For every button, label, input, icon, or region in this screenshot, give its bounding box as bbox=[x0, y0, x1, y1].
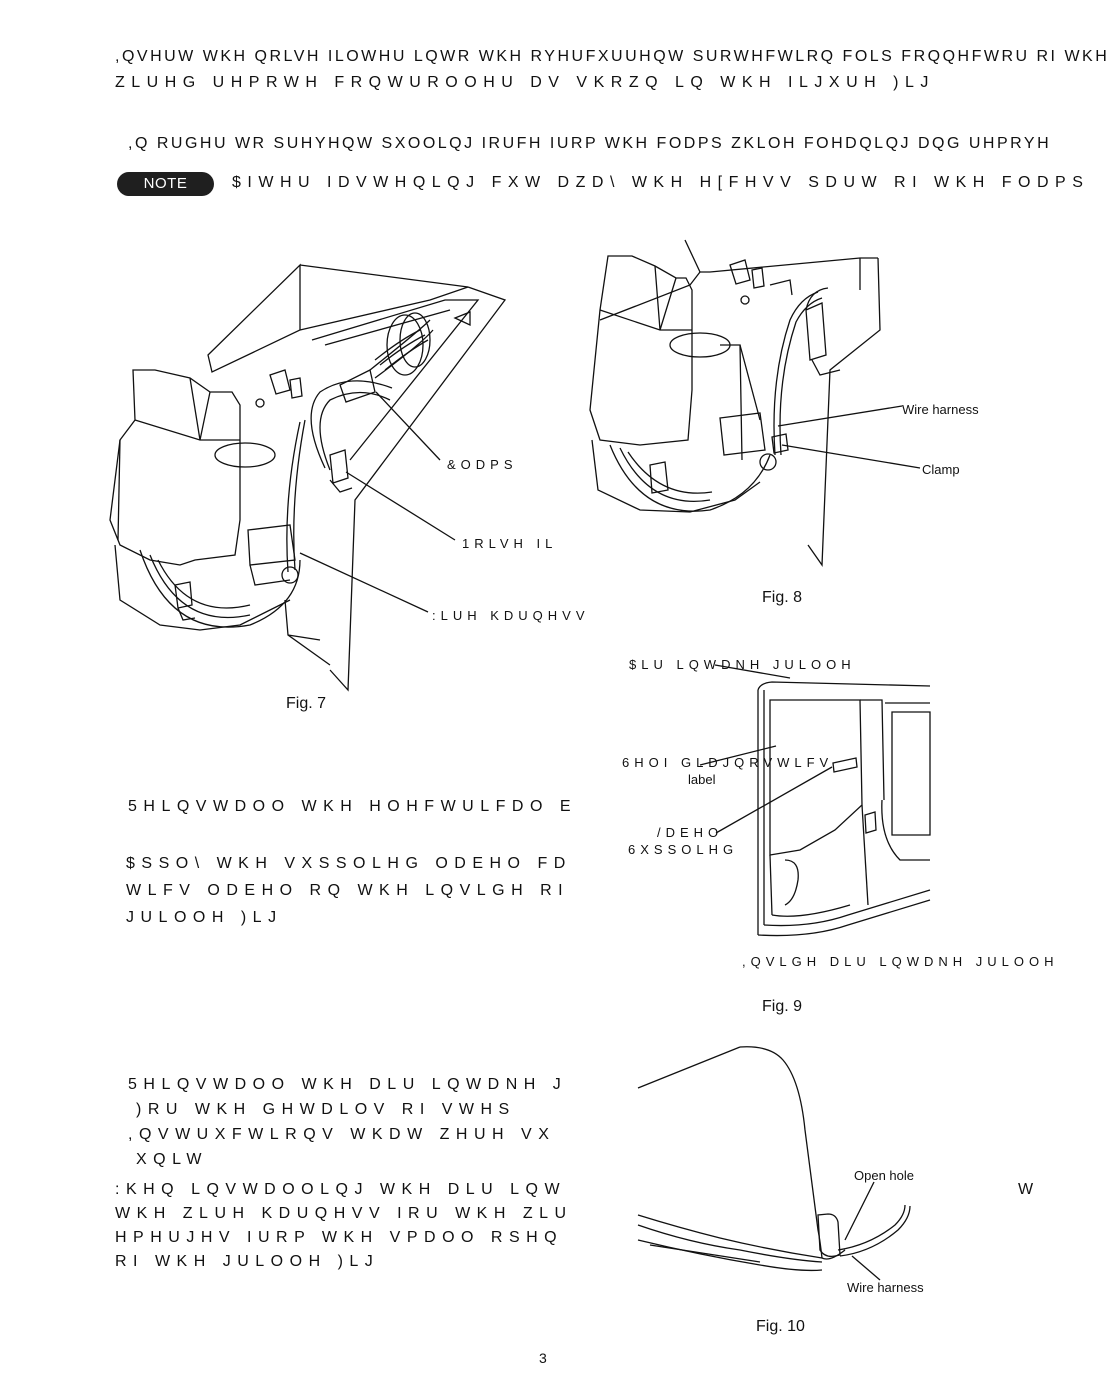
para-wire-harness-2: WKH ZLUH KDUQHVV IRU WKH ZLU bbox=[115, 1205, 573, 1222]
para-reinstall-grille-wrap: 5HLQVWDOO WKH DLU LQWDNH J )RU WKH GHWDL… bbox=[128, 1076, 561, 1176]
note-badge: NOTE bbox=[117, 172, 214, 196]
para-wire-harness-right: W bbox=[1018, 1181, 1040, 1198]
para-reinstall-electrical-wrap: 5HLQVWDOO WKH HOHFWULFDO E bbox=[128, 798, 571, 822]
fig7-label-noise-filter: 1RLVH IL bbox=[462, 536, 558, 551]
fig9-drawing bbox=[699, 664, 931, 937]
para-wire-harness-wrap: :KHQ LQVWDOOLQJ WKH DLU LQW WKH ZLUH KDU… bbox=[115, 1181, 566, 1281]
para-apply-label-wrap: $SSO\ WKH VXSSOLHG ODEHO FD WLFV ODEHO R… bbox=[126, 855, 565, 935]
fig9-label-label-word: label bbox=[688, 772, 716, 787]
fig8-caption: Fig. 8 bbox=[762, 589, 803, 606]
fig9-caption: Fig. 9 bbox=[762, 998, 803, 1015]
fig10-drawing bbox=[637, 1046, 911, 1281]
intro-line-3: ,Q RUGHU WR SUHYHQW SXOOLQJ IRUFH IURP W… bbox=[128, 135, 1052, 152]
fig9-label-supplied: 6XSSOLHG bbox=[628, 842, 739, 857]
intro-line-2: ZLUHG UHPRWH FRQWUROOHU DV VKRZQ LQ WKH … bbox=[115, 74, 935, 91]
para-wire-harness-4: RI WKH JULOOH )LJ bbox=[115, 1253, 380, 1270]
para-apply-label-3: JULOOH )LJ bbox=[126, 909, 283, 926]
fig9-label-inside-grille: ,QVLGH DLU LQWDNH JULOOH bbox=[742, 954, 1059, 969]
fig7-label-wire-harness: :LUH KDUQHVV bbox=[432, 608, 590, 623]
para-apply-label-1: $SSO\ WKH VXSSOLHG ODEHO FD bbox=[126, 855, 572, 872]
note-text: $IWHU IDVWHQLQJ FXW DZD\ WKH H[FHVV SDUW… bbox=[232, 174, 1090, 191]
para-apply-label-2: WLFV ODEHO RQ WKH LQVLGH RI bbox=[126, 882, 570, 899]
fig7-drawing bbox=[109, 263, 507, 692]
fig9-label-air-intake-grille: $LU LQWDNH JULOOH bbox=[629, 657, 856, 672]
fig7-label-clamp: &ODPS bbox=[447, 457, 518, 472]
fig10-caption: Fig. 10 bbox=[756, 1318, 805, 1335]
fig7-caption: Fig. 7 bbox=[286, 695, 327, 712]
fig8-label-wire-harness: Wire harness bbox=[902, 402, 979, 417]
para-reinstall-electrical: 5HLQVWDOO WKH HOHFWULFDO E bbox=[128, 798, 578, 815]
para-reinstall-grille-2: )RU WKH GHWDLOV RI VWHS bbox=[136, 1101, 516, 1118]
para-wire-harness-1: :KHQ LQVWDOOLQJ WKH DLU LQW bbox=[115, 1181, 567, 1198]
fig10-label-open-hole: Open hole bbox=[854, 1168, 914, 1183]
fig10-label-wire-harness: Wire harness bbox=[847, 1280, 924, 1295]
para-reinstall-grille-1: 5HLQVWDOO WKH DLU LQWDNH J bbox=[128, 1076, 568, 1093]
intro-line-1-wrap: ,QVHUW WKH QRLVH ILOWHU LQWR WKH RYHUFXU… bbox=[115, 48, 1107, 70]
fig9-label-label: /DEHO bbox=[657, 825, 724, 840]
fig9-label-self-diagnostics: 6HOI GLDJQRVWLFV bbox=[622, 755, 834, 770]
fig8-drawing bbox=[589, 239, 921, 567]
fig8-label-clamp: Clamp bbox=[922, 462, 960, 477]
intro-line-1: ,QVHUW WKH QRLVH ILOWHU LQWR WKH RYHUFXU… bbox=[115, 48, 1109, 65]
page-number: 3 bbox=[539, 1350, 547, 1366]
para-reinstall-grille-4: XQLW bbox=[136, 1151, 208, 1168]
para-wire-harness-3: HPHUJHV IURP WKH VPDOO RSHQ bbox=[115, 1229, 564, 1246]
intro-line-3-wrap: ,Q RUGHU WR SUHYHQW SXOOLQJ IRUFH IURP W… bbox=[128, 135, 1080, 157]
para-reinstall-grille-3: ,QVWUXFWLRQV WKDW ZHUH VX bbox=[128, 1126, 556, 1143]
